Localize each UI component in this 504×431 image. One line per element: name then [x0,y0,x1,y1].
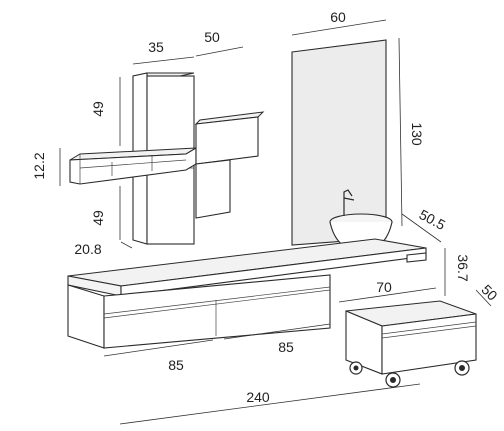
dim-top-depth: 50.5 [417,206,449,233]
dim-tall-cabinet-height-bottom: 49 [90,210,106,226]
countertop [67,238,427,297]
dim-trolley-width: 70 [376,279,392,295]
trolley [345,300,477,388]
dim-cabinet-width: 35 [148,39,164,55]
dim-mirror-width: 60 [330,9,346,25]
dim-drawer-left-width: 85 [168,357,184,373]
dim-shelf-height: 12.2 [31,152,47,179]
dim-mirror-height: 130 [409,122,425,146]
dim-trolley-depth: 50 [478,281,500,303]
dim-tall-cabinet-height-top: 49 [90,101,106,117]
drawer-base [67,274,331,349]
wall-unit [194,111,265,219]
dim-drawer-right-width: 85 [278,339,294,355]
dim-total-width: 240 [246,389,270,405]
dim-wall-unit-width: 50 [204,29,220,45]
tap-icon [343,189,355,216]
dim-side-height: 36.7 [455,254,471,281]
dim-tall-cabinet-depth: 20.8 [74,241,101,257]
dimension-lines [59,19,492,425]
